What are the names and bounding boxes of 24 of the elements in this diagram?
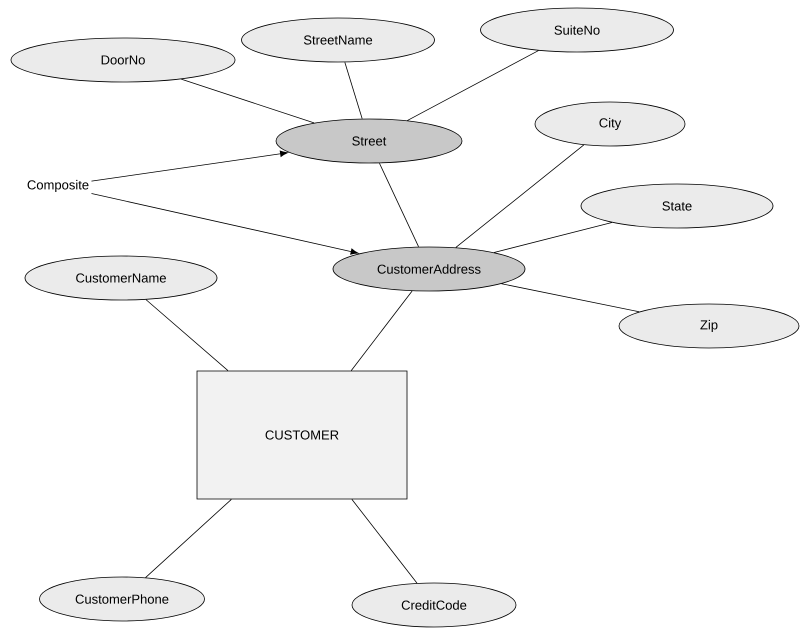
connector-line	[145, 499, 232, 578]
ellipse-attribute: City	[534, 102, 686, 146]
connector-line	[406, 50, 539, 121]
ellipse-attribute: StreetName	[241, 18, 435, 62]
arrow	[91, 193, 358, 255]
connector-line	[146, 299, 228, 371]
ellipse-attribute: CreditCode	[352, 582, 516, 628]
ellipse-attribute: Zip	[618, 304, 800, 348]
connector-line	[379, 162, 419, 248]
connector-line	[455, 144, 584, 248]
arrow	[91, 150, 288, 182]
connector-line	[501, 283, 640, 312]
entity-box: CUSTOMER	[196, 370, 408, 500]
connector-line	[180, 78, 314, 124]
ellipse-attribute: DoorNo	[10, 38, 236, 82]
connector-line	[350, 290, 413, 371]
bare-label: Composite	[28, 180, 88, 192]
connector-line	[352, 499, 418, 584]
ellipse-attribute: CustomerPhone	[39, 576, 205, 622]
connector-line	[344, 62, 363, 120]
ellipse-attribute: CustomerName	[24, 256, 218, 300]
ellipse-attribute: State	[580, 184, 774, 228]
ellipse-attribute: SuiteNo	[480, 8, 674, 52]
connector-line	[494, 222, 612, 253]
